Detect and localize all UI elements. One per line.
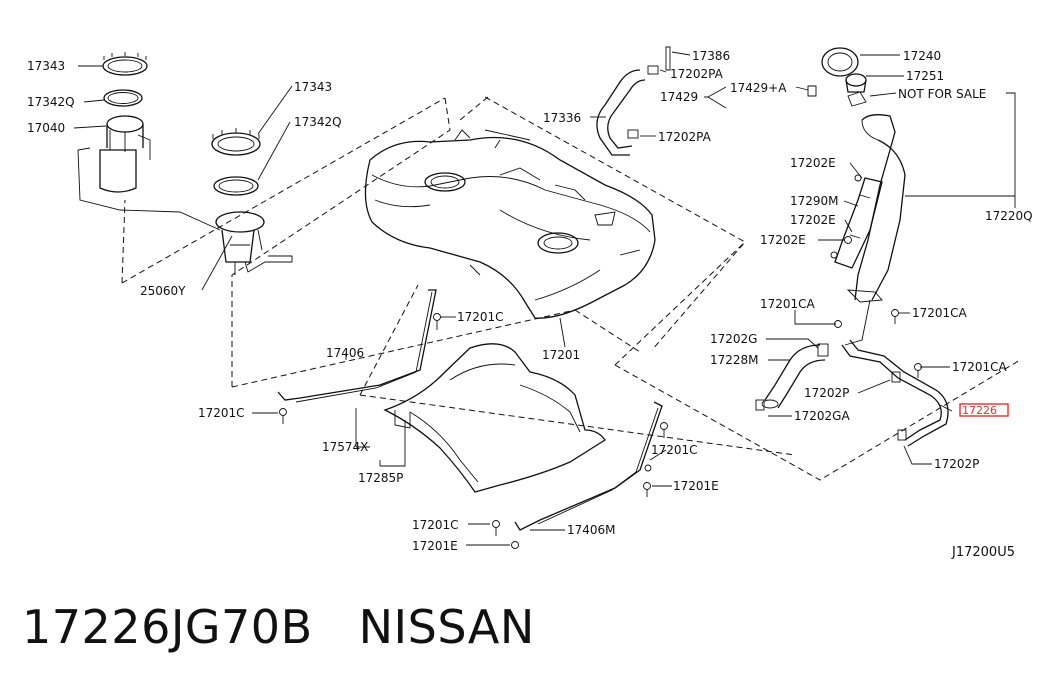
fuel-tank-17201 <box>364 129 656 319</box>
label-25060y: 25060Y <box>140 284 186 298</box>
label-17201ca-3: 17201CA <box>952 360 1008 374</box>
label-17201c-1: 17201C <box>457 310 504 324</box>
label-17342q-top: 17342Q <box>27 95 75 109</box>
label-17220q: 17220Q <box>985 209 1033 223</box>
label-17201: 17201 <box>542 348 580 362</box>
filler-cap-17251 <box>845 73 867 93</box>
label-17342q-mid: 17342Q <box>294 115 342 129</box>
gasket-17342q-top <box>103 89 143 107</box>
label-17228m: 17228M <box>710 353 759 367</box>
footer-caption: 17226JG70B NISSAN <box>22 600 535 654</box>
label-17226-highlight: 17226 <box>962 404 997 417</box>
label-not-for-sale: NOT FOR SALE <box>898 87 986 101</box>
band-17406 <box>277 289 437 403</box>
fuel-gauge-unit-25060y <box>215 211 293 275</box>
filler-tube-17220q <box>844 114 906 346</box>
lock-ring-17343-mid <box>211 128 261 156</box>
label-17202p-1: 17202P <box>804 386 849 400</box>
bracket-17290m <box>834 177 883 269</box>
label-17202e-2: 17202E <box>790 213 836 227</box>
brand-name: NISSAN <box>358 600 535 654</box>
lock-ring-17343-top <box>102 52 148 76</box>
dashed-boundary-tank <box>121 96 1021 481</box>
label-17202e-1: 17202E <box>790 156 836 170</box>
label-17201c-2: 17201C <box>198 406 245 420</box>
leader-lines <box>73 51 1016 546</box>
part-number: 17226JG70B <box>22 600 313 654</box>
clamps <box>627 46 907 441</box>
highlight-box-17226 <box>959 403 1009 417</box>
label-17429: 17429 <box>660 90 698 104</box>
dashed-boundary-shield <box>359 284 796 456</box>
label-17290m: 17290M <box>790 194 839 208</box>
part-labels: 17343 17342Q 17040 17343 17342Q 25060Y 1… <box>27 49 1033 560</box>
label-17202ga: 17202GA <box>794 409 850 423</box>
reference-code: J17200U5 <box>951 545 1015 560</box>
label-17343-top: 17343 <box>27 59 65 73</box>
hose-17336 <box>596 69 646 156</box>
label-17202pa-top: 17202PA <box>670 67 724 81</box>
label-17336: 17336 <box>543 111 581 125</box>
label-17386: 17386 <box>692 49 730 63</box>
label-17285p: 17285P <box>358 471 403 485</box>
label-17201e-1: 17201E <box>673 479 719 493</box>
label-17201c-4: 17201C <box>412 518 459 532</box>
label-17343-mid: 17343 <box>294 80 332 94</box>
filler-cap-17240 <box>821 47 859 77</box>
label-17251: 17251 <box>906 69 944 83</box>
hose-17226 <box>841 339 949 447</box>
fuel-pump-17040 <box>77 115 221 231</box>
label-17202g: 17202G <box>710 332 757 346</box>
label-17240: 17240 <box>903 49 941 63</box>
band-17406m <box>514 401 663 531</box>
label-17201e-2: 17201E <box>412 539 458 553</box>
heat-shield-17285p <box>383 343 606 493</box>
label-17201c-3: 17201C <box>651 443 698 457</box>
bolts <box>279 174 922 549</box>
label-17574x: 17574X <box>322 440 368 454</box>
label-17202e-3: 17202E <box>760 233 806 247</box>
label-17202pa-mid: 17202PA <box>658 130 712 144</box>
label-17201ca-1: 17201CA <box>760 297 816 311</box>
label-17201ca-2: 17201CA <box>912 306 968 320</box>
label-17406m: 17406M <box>567 523 616 537</box>
label-17406: 17406 <box>326 346 364 360</box>
label-17040: 17040 <box>27 121 65 135</box>
label-17202p-2: 17202P <box>934 457 979 471</box>
gasket-17342q-mid <box>213 176 259 196</box>
label-17429a: 17429+A <box>730 81 787 95</box>
